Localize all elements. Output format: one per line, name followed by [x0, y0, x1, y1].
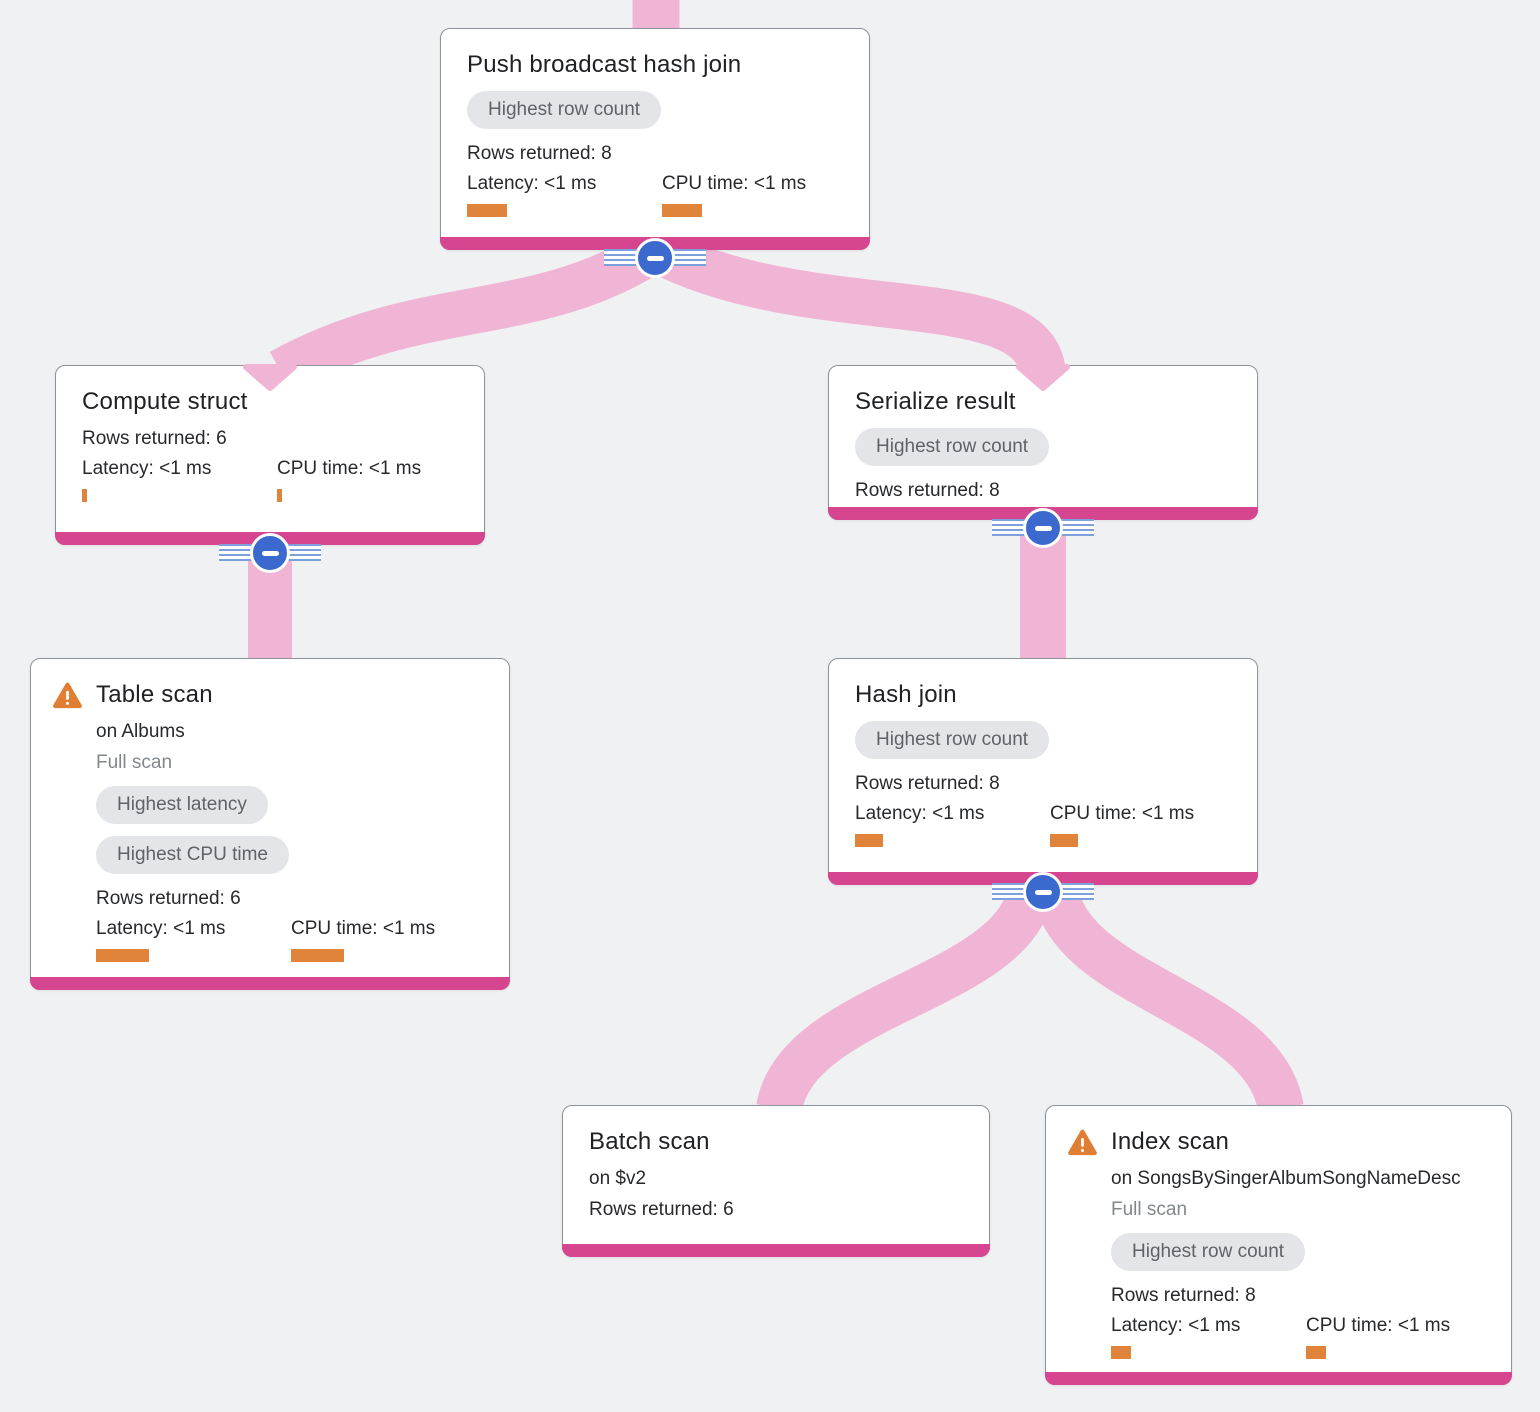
collapse-circle: [635, 238, 675, 278]
latency-label: Latency: <1 ms: [1111, 1315, 1241, 1336]
latency-label: Latency: <1 ms: [96, 918, 226, 939]
node-title: Hash join: [855, 681, 957, 708]
node-title: Index scan: [1111, 1128, 1230, 1155]
node-title: Push broadcast hash join: [467, 51, 742, 78]
latency-bar: [855, 834, 883, 847]
rows-returned: Rows returned: 8: [467, 143, 612, 164]
collapse-circle: [1023, 872, 1063, 912]
warning-icon: [53, 682, 82, 709]
plan-node-serialize-result[interactable]: Serialize result Highest row count Rows …: [828, 365, 1258, 520]
scan-target: on SongsBySingerAlbumSongNameDesc: [1111, 1168, 1461, 1189]
node-title: Serialize result: [855, 388, 1016, 415]
plan-node-table-scan[interactable]: Table scan on Albums Full scan Highest l…: [30, 658, 510, 990]
cpu-time-bar: [1050, 834, 1078, 847]
node-accent-bar: [1045, 1372, 1512, 1385]
latency-bar: [96, 949, 149, 962]
rows-returned: Rows returned: 8: [855, 773, 1000, 794]
badge-highest-row-count: Highest row count: [467, 91, 662, 129]
edge-root-to-compute-struct: [269, 232, 663, 393]
collapse-circle: [250, 533, 290, 573]
collapse-button-compute-struct[interactable]: [218, 533, 322, 573]
node-accent-bar: [30, 977, 510, 990]
cpu-time-bar: [291, 949, 344, 962]
collapse-button-hash-join[interactable]: [991, 872, 1095, 912]
badge-highest-row-count: Highest row count: [1111, 1233, 1306, 1271]
cpu-time-label: CPU time: <1 ms: [291, 918, 436, 939]
badge-highest-cpu-time: Highest CPU time: [96, 836, 289, 874]
latency-bar: [467, 204, 507, 217]
node-title: Table scan: [96, 681, 213, 708]
cpu-time-label: CPU time: <1 ms: [1306, 1315, 1451, 1336]
scan-type: Full scan: [1111, 1199, 1188, 1220]
badge-highest-latency: Highest latency: [96, 786, 268, 824]
warning-icon: [1068, 1129, 1097, 1156]
node-title: Batch scan: [589, 1128, 710, 1155]
minus-icon: [1034, 889, 1052, 895]
edge-root-to-serialize-result: [650, 231, 1066, 379]
plan-node-compute-struct[interactable]: Compute struct Rows returned: 6 Latency:…: [55, 365, 485, 545]
cpu-time-label: CPU time: <1 ms: [662, 173, 807, 194]
plan-node-push-broadcast-hash-join[interactable]: Push broadcast hash join Highest row cou…: [440, 28, 870, 250]
latency-bar: [1111, 1346, 1131, 1359]
scan-type: Full scan: [96, 752, 173, 773]
cpu-time-label: CPU time: <1 ms: [1050, 803, 1195, 824]
latency-label: Latency: <1 ms: [855, 803, 985, 824]
cpu-time-bar: [277, 489, 282, 502]
rows-returned: Rows returned: 8: [855, 480, 1000, 501]
rows-returned: Rows returned: 6: [589, 1199, 734, 1220]
plan-node-batch-scan[interactable]: Batch scan on $v2 Rows returned: 6: [562, 1105, 990, 1257]
latency-bar: [82, 489, 87, 502]
badge-highest-row-count: Highest row count: [855, 428, 1050, 466]
rows-returned: Rows returned: 6: [96, 888, 241, 909]
scan-target: on Albums: [96, 721, 185, 742]
edge-hash-join-to-batch-scan: [756, 884, 1054, 1114]
badge-highest-row-count: Highest row count: [855, 721, 1050, 759]
rows-returned: Rows returned: 6: [82, 428, 227, 449]
plan-node-index-scan[interactable]: Index scan on SongsBySingerAlbumSongName…: [1045, 1105, 1512, 1385]
scan-target: on $v2: [589, 1168, 647, 1189]
collapse-button-serialize-result[interactable]: [991, 508, 1095, 548]
node-accent-bar: [562, 1244, 990, 1257]
cpu-time-label: CPU time: <1 ms: [277, 458, 422, 479]
collapse-circle: [1023, 508, 1063, 548]
node-title: Compute struct: [82, 388, 248, 415]
latency-label: Latency: <1 ms: [82, 458, 212, 479]
plan-node-hash-join[interactable]: Hash join Highest row count Rows returne…: [828, 658, 1258, 885]
collapse-button-push-broadcast-hash-join[interactable]: [603, 238, 707, 278]
cpu-time-bar: [1306, 1346, 1326, 1359]
minus-icon: [1034, 525, 1052, 531]
edge-hash-join-to-index-scan: [1032, 884, 1304, 1114]
rows-returned: Rows returned: 8: [1111, 1285, 1256, 1306]
minus-icon: [261, 550, 279, 556]
latency-label: Latency: <1 ms: [467, 173, 597, 194]
minus-icon: [646, 255, 664, 261]
cpu-time-bar: [662, 204, 702, 217]
